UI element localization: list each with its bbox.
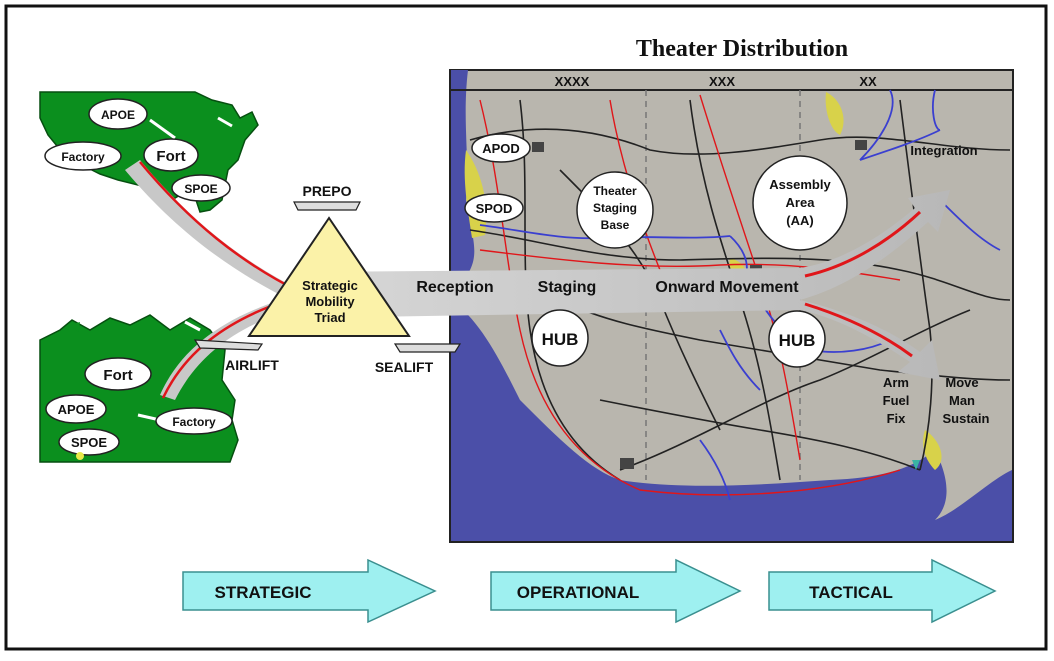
phase-operational-label: OPERATIONAL bbox=[517, 583, 639, 602]
sustain-label: Sustain bbox=[943, 411, 990, 426]
hub1-bubble bbox=[531, 309, 589, 367]
conus-factory-label: Factory bbox=[61, 150, 105, 164]
sealift-ship-icon bbox=[393, 343, 462, 353]
europe-factory-label: Factory bbox=[172, 415, 216, 429]
triad-line2: Mobility bbox=[305, 294, 355, 309]
conus-region: APOE Factory Fort SPOE bbox=[39, 91, 259, 213]
assembly-area-bubble bbox=[752, 155, 848, 251]
hub2-label: HUB bbox=[779, 331, 816, 350]
triad-line1: Strategic bbox=[302, 278, 358, 293]
conus-fort-label: Fort bbox=[156, 148, 185, 165]
tsb-line1: Theater bbox=[593, 184, 637, 198]
conus-factory-bubble bbox=[44, 141, 122, 171]
plane-icon bbox=[217, 116, 233, 128]
map-ocean bbox=[451, 300, 1012, 541]
airlift-label: AIRLIFT bbox=[225, 357, 279, 373]
theater-map: XXXX XXX XX bbox=[449, 69, 1014, 543]
map-west-sea bbox=[451, 70, 475, 295]
integration-label: Integration bbox=[910, 143, 977, 158]
europe-apoe-label: APOE bbox=[58, 402, 95, 417]
man-label: Man bbox=[949, 393, 975, 408]
building-icon bbox=[620, 458, 634, 469]
echelon-xxx: XXX bbox=[709, 74, 735, 89]
spod-label: SPOD bbox=[476, 201, 513, 216]
page-title: Theater Distribution bbox=[636, 36, 848, 62]
europe-spoe-bubble bbox=[58, 428, 120, 456]
echelon-xx: XX bbox=[859, 74, 877, 89]
flow-staging-label: Staging bbox=[538, 279, 597, 296]
tsb-line3: Base bbox=[601, 218, 630, 232]
phase-arrows: STRATEGIC OPERATIONAL TACTICAL bbox=[182, 558, 997, 624]
aa-line2: Area bbox=[786, 195, 816, 210]
conus-spoe-bubble bbox=[171, 174, 231, 202]
building-icon bbox=[855, 140, 867, 150]
conus-spoe-label: SPOE bbox=[184, 182, 217, 196]
apod-label: APOD bbox=[482, 141, 520, 156]
apod-building-icon bbox=[532, 142, 544, 152]
phase-tactical-label: TACTICAL bbox=[809, 583, 893, 602]
flow-reception-label: Reception bbox=[416, 279, 493, 296]
europe-apoe-bubble bbox=[45, 394, 107, 424]
plane-icon bbox=[184, 320, 201, 332]
phase-arrow-operational bbox=[490, 558, 742, 624]
tsb-line2: Staging bbox=[593, 201, 637, 215]
hub1-label: HUB bbox=[542, 330, 579, 349]
move-label: Move bbox=[945, 375, 978, 390]
tactical-redline-lower bbox=[804, 302, 913, 358]
tactical-redline-upper bbox=[804, 210, 922, 278]
island bbox=[70, 322, 80, 332]
apod-bubble bbox=[471, 133, 531, 163]
hub2-bubble bbox=[768, 310, 826, 368]
plane-icon bbox=[149, 118, 176, 140]
europe-fort-label: Fort bbox=[103, 367, 132, 384]
aa-line1: Assembly bbox=[769, 177, 831, 192]
flow-onward-label: Onward Movement bbox=[655, 279, 799, 296]
sealift-label: SEALIFT bbox=[375, 359, 434, 375]
conus-apoe-bubble bbox=[88, 98, 148, 130]
phase-strategic-label: STRATEGIC bbox=[215, 583, 312, 602]
airlift-plane-icon bbox=[193, 339, 264, 351]
theater-staging-base-bubble bbox=[576, 171, 654, 249]
arm-label: Arm bbox=[883, 375, 909, 390]
echelon-xxxx: XXXX bbox=[555, 74, 590, 89]
prepo-ship-icon bbox=[293, 201, 361, 211]
sand-patch bbox=[923, 430, 942, 470]
phase-arrow-strategic bbox=[182, 558, 437, 624]
port-dot bbox=[76, 452, 84, 460]
conus-fort-bubble bbox=[143, 138, 199, 172]
triad-triangle bbox=[247, 216, 411, 337]
phase-arrow-tactical bbox=[768, 558, 997, 624]
aa-line3: (AA) bbox=[786, 213, 813, 228]
map-labels: APOD SPOD Theater Staging Base Assembly … bbox=[464, 133, 990, 426]
europe-spoe-label: SPOE bbox=[71, 435, 107, 450]
conus-apoe-label: APOE bbox=[101, 108, 135, 122]
unit-marker bbox=[912, 460, 920, 470]
sand-patch bbox=[825, 92, 844, 135]
main-flow-arrow bbox=[300, 190, 950, 380]
prepo-label: PREPO bbox=[302, 183, 351, 199]
fuel-label: Fuel bbox=[883, 393, 910, 408]
europe-factory-bubble bbox=[155, 407, 233, 435]
conus-flow-redline bbox=[139, 161, 301, 294]
triad-line3: Triad bbox=[314, 310, 345, 325]
europe-fort-bubble bbox=[84, 357, 152, 391]
europe-region: Fort APOE Factory SPOE bbox=[39, 314, 239, 463]
spod-bubble bbox=[464, 193, 524, 223]
strategic-mobility-triad: Strategic Mobility Triad PREPO AIRLIFT S… bbox=[193, 183, 462, 375]
fix-label: Fix bbox=[887, 411, 907, 426]
